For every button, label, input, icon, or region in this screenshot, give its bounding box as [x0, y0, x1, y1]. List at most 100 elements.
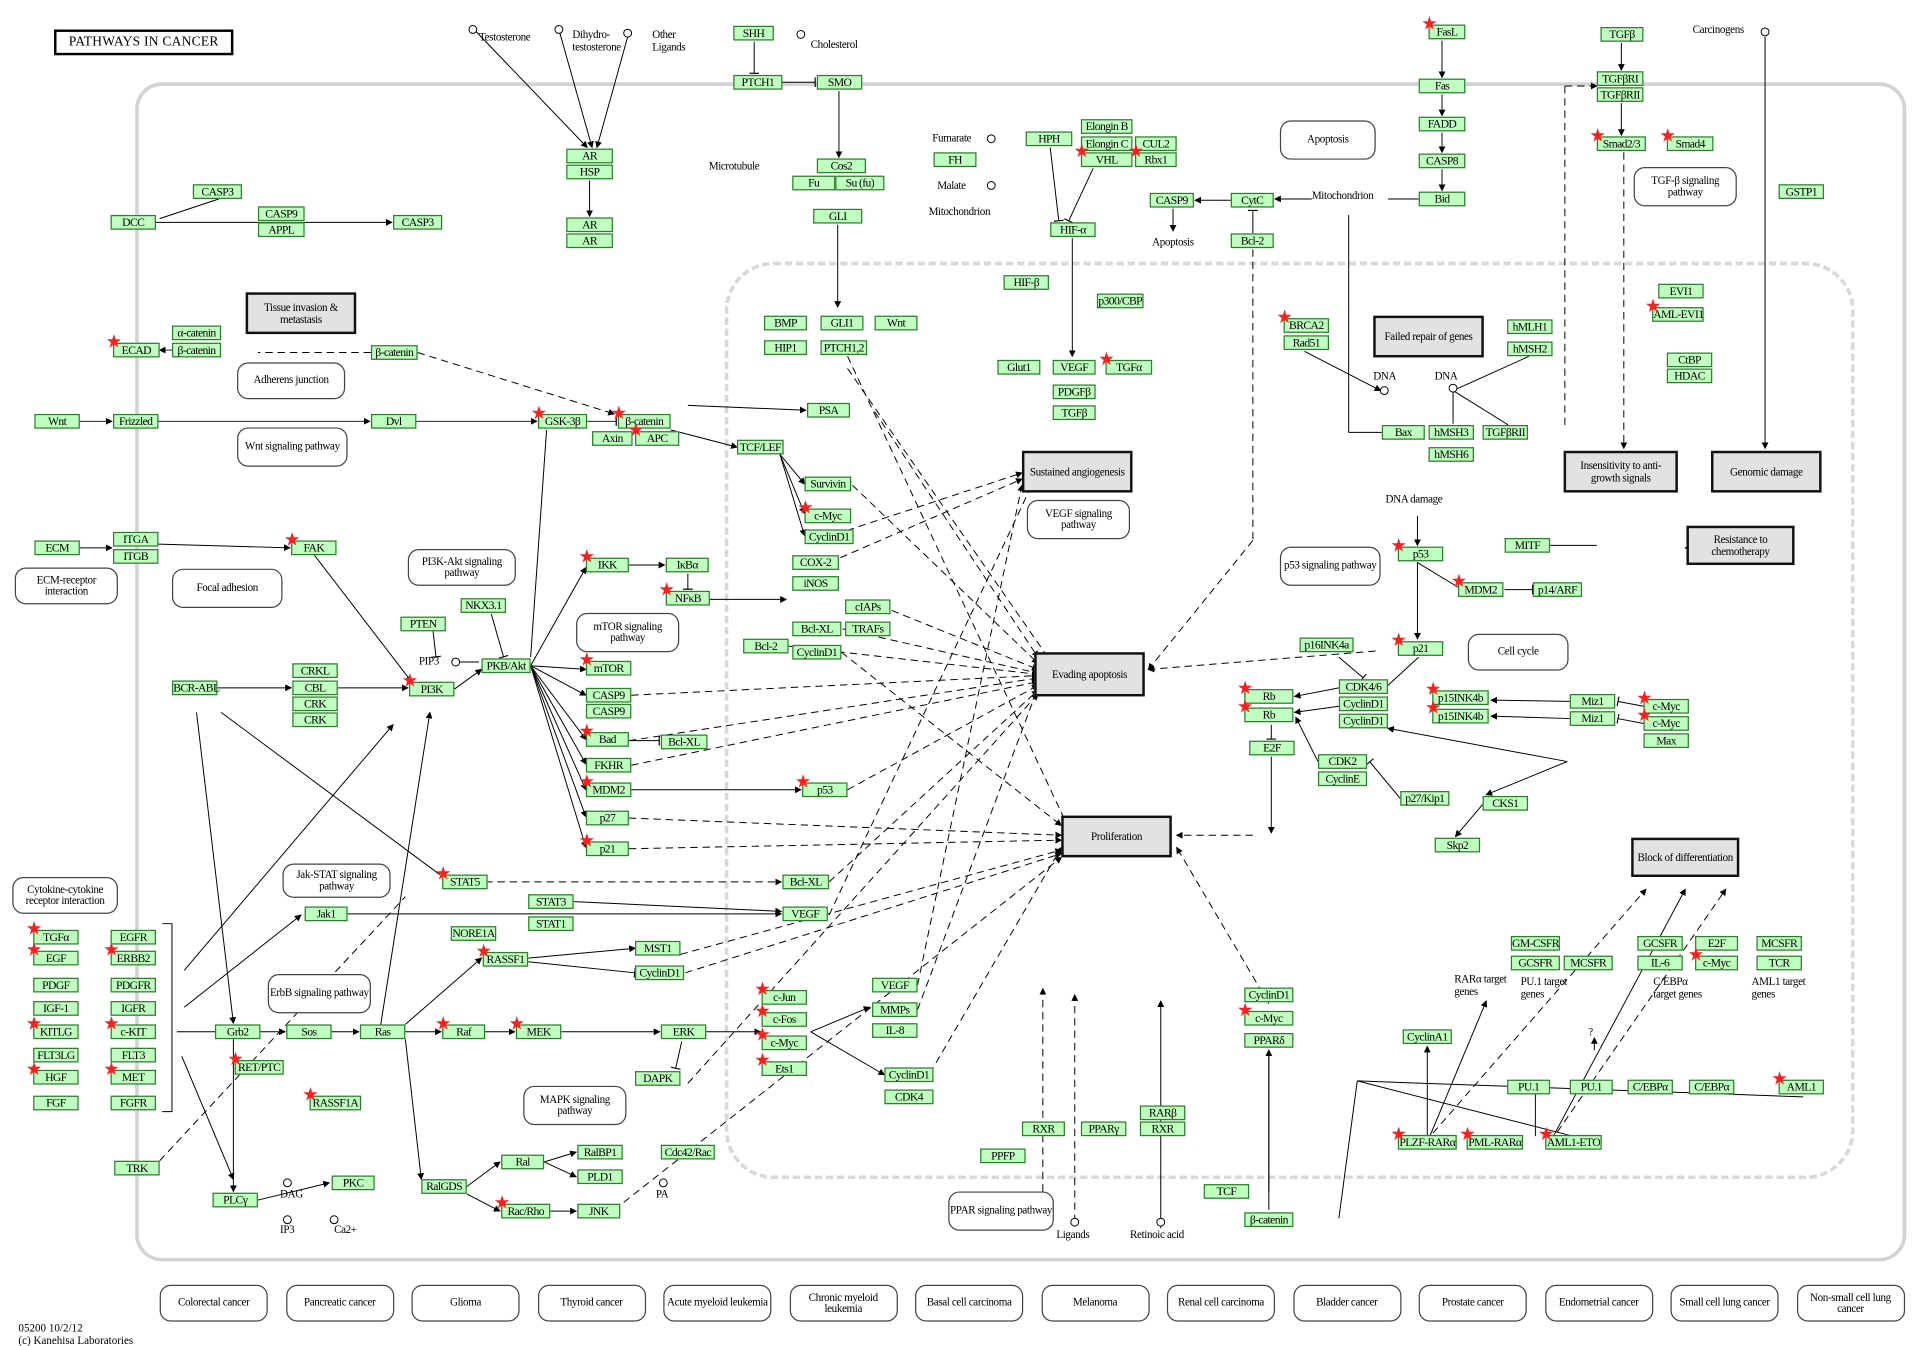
gene-node-cmyc3[interactable]: c-Myc★ [1237, 1002, 1294, 1026]
gene-node-flt3[interactable]: FLT3 [110, 1047, 156, 1063]
gene-node-ecm[interactable]: ECM [34, 540, 80, 556]
gene-node-tcflef[interactable]: TCF/LEF [736, 439, 784, 455]
gene-node-rxr2[interactable]: RXR [1139, 1121, 1186, 1137]
gene-node-rassf1[interactable]: RASSF1★ [475, 943, 529, 967]
compound-circle-icon[interactable] [658, 1178, 668, 1188]
gene-node-tgfbr2a[interactable]: TGFβRII [1596, 87, 1644, 102]
gene-node-ckit[interactable]: c-KIT★ [103, 1015, 156, 1040]
gene-node-nore1a[interactable]: NORE1A [450, 926, 497, 941]
gene-node-pparg[interactable]: PPARγ [1080, 1121, 1127, 1137]
gene-node-il8[interactable]: IL-8 [872, 1023, 918, 1038]
gene-node-cebpa2[interactable]: C/EBPα [1688, 1079, 1735, 1095]
gene-node-wnt2[interactable]: Wnt [874, 315, 918, 331]
gene-node-fak[interactable]: FAK★ [284, 531, 337, 556]
gene-node-pu1b[interactable]: PU.1 [1569, 1079, 1613, 1095]
gene-node-mcsfr2[interactable]: MCSFR [1756, 935, 1802, 951]
gene-node-bmp[interactable]: BMP [764, 315, 807, 331]
gene-node-p15b[interactable]: p15INK4b★ [1425, 700, 1489, 724]
gene-node-ral[interactable]: Ral [501, 1154, 545, 1170]
gene-node-pmlrara[interactable]: PML-RARα★ [1459, 1126, 1524, 1150]
gene-node-smad23[interactable]: Smad2/3★ [1589, 127, 1646, 152]
gene-node-miz1b[interactable]: Miz1 [1569, 711, 1616, 726]
gene-node-amlevi1[interactable]: AML-EVI1★ [1645, 298, 1704, 322]
gene-node-p16[interactable]: p16INK4a [1299, 637, 1354, 653]
gene-node-ccnd1f[interactable]: CyclinD1 [1338, 696, 1388, 712]
phenotype-evading[interactable]: Evading apoptosis [1034, 652, 1145, 697]
gene-node-ccnd1e[interactable]: CyclinD1 [1244, 987, 1294, 1003]
gene-node-rassf1a[interactable]: RASSF1A★ [302, 1086, 362, 1111]
gene-node-survivin[interactable]: Survivin [804, 476, 852, 492]
gene-node-gmcsfr[interactable]: GM-CSFR [1510, 935, 1560, 951]
pathway-map-link-ecm[interactable]: ECM-receptor interaction [14, 567, 118, 605]
related-cancer-link[interactable]: Chronic myeloid leukemia [789, 1284, 898, 1322]
gene-node-retptc[interactable]: RET/PTC★ [227, 1051, 284, 1075]
gene-node-brca2[interactable]: BRCA2★ [1276, 309, 1330, 333]
gene-node-cfos[interactable]: c-Fos★ [754, 1003, 807, 1027]
compound-circle-icon[interactable] [796, 29, 806, 39]
gene-node-glut1[interactable]: Glut1 [997, 359, 1041, 375]
gene-node-hmlh1[interactable]: hMLH1 [1507, 319, 1553, 335]
gene-node-fkhr[interactable]: FKHR [585, 757, 632, 773]
gene-node-ralbp1[interactable]: RalBP1 [577, 1144, 623, 1160]
pathway-map-link-erbb[interactable]: ErbB signaling pathway [267, 974, 371, 1014]
gene-node-e2f1[interactable]: E2F [1249, 740, 1295, 756]
phenotype-block[interactable]: Block of differentiation [1631, 837, 1740, 878]
gene-node-p27kip1[interactable]: p27/Kip1 [1400, 791, 1450, 806]
compound-circle-icon[interactable] [283, 1215, 292, 1225]
gene-node-racrho[interactable]: Rac/Rho★ [494, 1195, 551, 1219]
gene-node-cmyc1[interactable]: c-Myc★ [797, 499, 852, 524]
gene-node-bclxl1[interactable]: Bcl-XL [792, 621, 842, 637]
gene-node-hsp[interactable]: HSP [566, 164, 613, 180]
phenotype-prolif[interactable]: Proliferation [1061, 815, 1172, 858]
gene-node-egfr[interactable]: EGFR [110, 929, 156, 945]
gene-node-hifb[interactable]: HIF-β [1003, 275, 1049, 290]
gene-node-fgfr[interactable]: FGFR [110, 1095, 156, 1111]
gene-node-cjun[interactable]: c-Jun★ [754, 981, 807, 1005]
gene-node-inos[interactable]: iNOS [792, 576, 839, 591]
gene-node-erbb2[interactable]: ERBB2★ [103, 941, 156, 966]
pathway-map-link-ppar[interactable]: PPAR signaling pathway [948, 1191, 1054, 1231]
gene-node-ccnd1b[interactable]: CyclinD1 [792, 644, 842, 660]
gene-node-pten[interactable]: PTEN [400, 616, 446, 632]
gene-node-fasl[interactable]: FasL★ [1421, 15, 1466, 40]
compound-circle-icon[interactable] [986, 181, 996, 190]
related-cancer-link[interactable]: Colorectal cancer [159, 1284, 268, 1322]
compound-circle-icon[interactable] [468, 25, 478, 34]
gene-node-cmyc5[interactable]: c-Myc★ [1636, 690, 1689, 714]
pathway-map-link-pi3k[interactable]: PI3K-Akt signaling pathway [407, 549, 516, 586]
compound-circle-icon[interactable] [1156, 1217, 1166, 1227]
related-cancer-link[interactable]: Non-small cell lung cancer [1796, 1284, 1905, 1322]
gene-node-mcsfr1[interactable]: MCSFR [1563, 955, 1613, 971]
gene-node-fgf[interactable]: FGF [33, 1095, 79, 1111]
gene-node-ptch1[interactable]: PTCH1 [733, 74, 783, 90]
phenotype-resist[interactable]: Resistance to chemotherapy [1686, 525, 1795, 566]
gene-node-ar2[interactable]: AR [566, 217, 613, 233]
gene-node-p15a[interactable]: p15INK4b★ [1425, 681, 1489, 706]
compound-circle-icon[interactable] [986, 134, 996, 144]
gene-node-casp9a[interactable]: CASP9 [257, 206, 305, 222]
gene-node-elonc[interactable]: Elongin C [1080, 136, 1133, 152]
pathway-map-link-cytokine[interactable]: Cytokine-cytokine receptor interaction [12, 877, 118, 914]
phenotype-insens[interactable]: Insensitivity to anti-growth signals [1563, 450, 1678, 493]
gene-node-e2f2[interactable]: E2F [1695, 935, 1739, 951]
gene-node-p21a[interactable]: p21★ [579, 832, 629, 857]
gene-node-hph[interactable]: HPH [1025, 131, 1073, 147]
gene-node-egf[interactable]: EGF★ [26, 941, 79, 966]
gene-node-ciaps[interactable]: cIAPs [845, 599, 891, 615]
pathway-map-link-wnt[interactable]: Wnt signaling pathway [237, 427, 348, 467]
gene-node-mek[interactable]: MEK★ [509, 1015, 562, 1040]
gene-node-ikk[interactable]: IKK★ [579, 548, 629, 573]
gene-node-tgfa1[interactable]: TGFα★ [1098, 351, 1153, 375]
gene-node-flt3lg[interactable]: FLT3LG [33, 1047, 79, 1063]
gene-node-ctbp[interactable]: CtBP [1666, 352, 1713, 368]
related-cancer-link[interactable]: Acute myeloid leukemia [663, 1284, 772, 1322]
gene-node-gcsfr2[interactable]: GCSFR [1637, 935, 1683, 951]
gene-node-p53a[interactable]: p53★ [795, 773, 848, 798]
gene-node-crk1[interactable]: CRK [292, 696, 338, 712]
gene-node-vhl[interactable]: VHL★ [1074, 143, 1133, 168]
gene-node-cdk2[interactable]: CDK2 [1317, 754, 1368, 769]
gene-node-crkl[interactable]: CRKL [292, 663, 338, 679]
pathway-map-link-mtor[interactable]: mTOR signaling pathway [576, 612, 680, 653]
gene-node-mtor[interactable]: mTOR★ [579, 652, 632, 676]
gene-node-tgfa2[interactable]: TGFα★ [26, 921, 79, 945]
